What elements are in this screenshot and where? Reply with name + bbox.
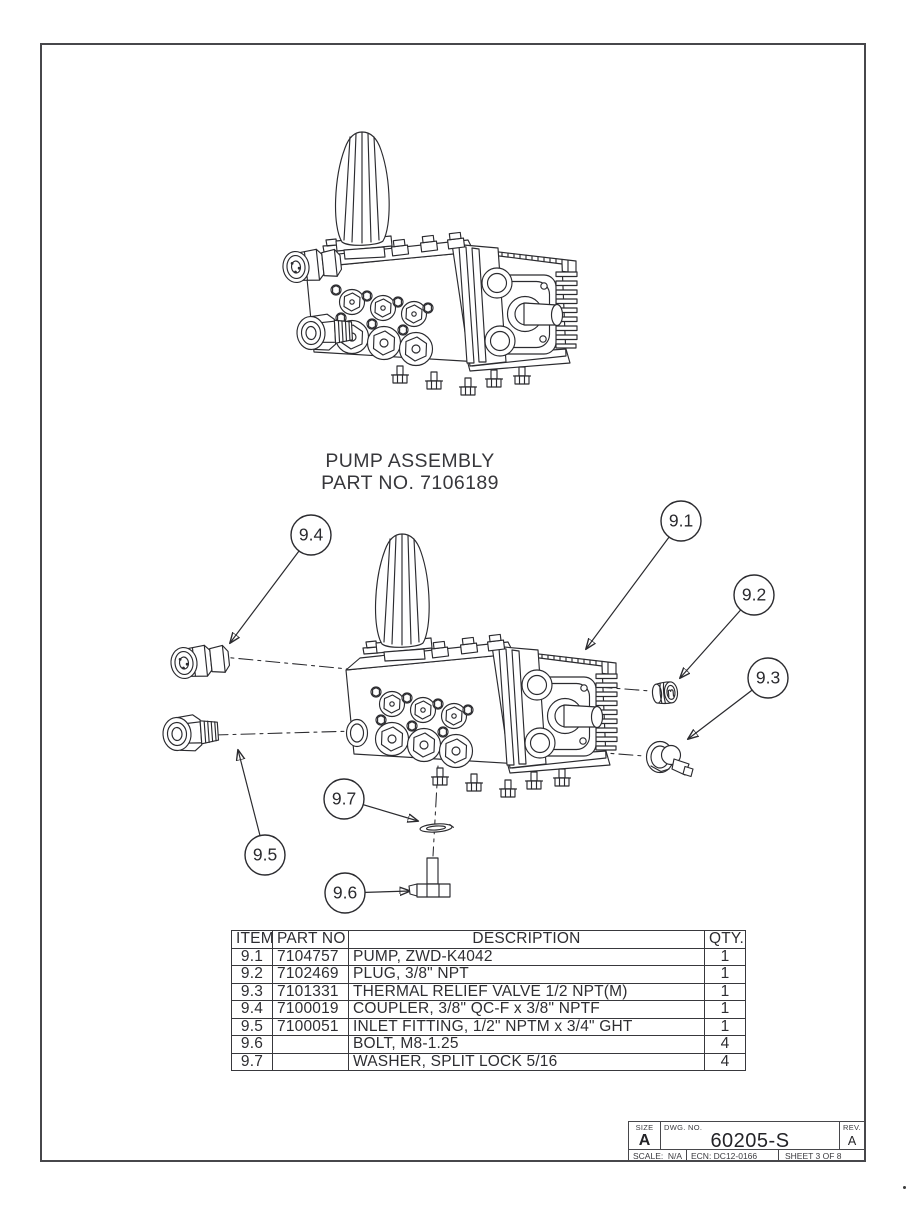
centerline-bolt	[432, 765, 439, 857]
col-header-partno: PART NO	[272, 930, 349, 949]
balloon-9-3: 9.3	[747, 657, 789, 699]
rev-label: REV.	[842, 1123, 862, 1132]
drawing-title-line2: PART NO. 7106189	[321, 471, 499, 494]
cell-description: PUMP, ZWD-K4042	[348, 947, 705, 966]
col-header-description: DESCRIPTION	[348, 930, 705, 949]
cell-partno: 7101331	[272, 982, 349, 1001]
cell-partno: 7104757	[272, 947, 349, 966]
size-cell: SIZE A	[629, 1122, 660, 1149]
dwg-no-cell: DWG. NO. 60205-S	[660, 1122, 840, 1152]
col-header-item: ITEM	[231, 930, 273, 949]
cell-item: 9.3	[231, 982, 273, 1001]
balloon-9-2: 9.2	[733, 574, 775, 616]
sheet-cell: SHEET 3 OF 8	[779, 1150, 864, 1161]
cell-description: WASHER, SPLIT LOCK 5/16	[348, 1052, 705, 1071]
qc-coupler-part	[168, 642, 231, 681]
balloon-label: 9.2	[742, 585, 766, 605]
ecn-value: ECN: DC12-0166	[691, 1150, 758, 1161]
table-row: 9.3 7101331 THERMAL RELIEF VALVE 1/2 NPT…	[231, 982, 746, 1001]
table-row: 9.4 7100019 COUPLER, 3/8" QC-F x 3/8" NP…	[231, 1000, 746, 1019]
balloon-9-1: 9.1	[660, 500, 702, 542]
scale-label: SCALE:	[633, 1150, 664, 1161]
table-row: 9.7 WASHER, SPLIT LOCK 5/16 4	[231, 1052, 746, 1071]
balloon-label: 9.7	[332, 789, 356, 809]
thermal-relief-valve-part	[645, 740, 694, 778]
table-row: 9.2 7102469 PLUG, 3/8" NPT 1	[231, 965, 746, 984]
cell-qty: 1	[704, 1017, 746, 1036]
cell-qty: 1	[704, 982, 746, 1001]
balloon-label: 9.3	[756, 668, 780, 688]
cell-description: PLUG, 3/8" NPT	[348, 965, 705, 984]
balloon-9-5: 9.5	[244, 834, 286, 876]
dwg-no-value: 60205-S	[710, 1130, 790, 1152]
leader-9-4	[230, 534, 312, 643]
cell-description: COUPLER, 3/8" QC-F x 3/8" NPTF	[348, 1000, 705, 1019]
balloon-label: 9.1	[669, 511, 693, 531]
cell-item: 9.4	[231, 1000, 273, 1019]
table-row: 9.6 BOLT, M8-1.25 4	[231, 1035, 746, 1054]
cell-item: 9.2	[231, 965, 273, 984]
inlet-fitting-part	[161, 712, 220, 754]
ecn-cell: ECN: DC12-0166	[686, 1150, 779, 1161]
scale-value: N/A	[667, 1150, 682, 1161]
cell-qty: 4	[704, 1052, 746, 1071]
balloon-label: 9.4	[299, 525, 324, 545]
balloon-9-4: 9.4	[290, 514, 332, 556]
title-block: SIZE A DWG. NO. 60205-S REV. A SCALE: N/…	[628, 1121, 864, 1162]
cell-partno	[272, 1052, 349, 1071]
cell-description: BOLT, M8-1.25	[348, 1035, 705, 1054]
sheet-border	[40, 43, 866, 1162]
pump-assembled-view	[280, 132, 577, 395]
cell-partno: 7100051	[272, 1017, 349, 1036]
cell-item: 9.5	[231, 1017, 273, 1036]
table-row: 9.5 7100051 INLET FITTING, 1/2" NPTM x 3…	[231, 1017, 746, 1036]
scale-cell: SCALE: N/A	[629, 1150, 686, 1161]
cell-qty: 1	[704, 1000, 746, 1019]
cell-qty: 4	[704, 1035, 746, 1054]
cell-description: INLET FITTING, 1/2" NPTM x 3/4" GHT	[348, 1017, 705, 1036]
centerline-coupler	[211, 655, 349, 670]
parts-table-header-row: ITEM PART NO DESCRIPTION QTY.	[231, 930, 746, 949]
size-label: SIZE	[635, 1123, 654, 1132]
drawing-title: PUMP ASSEMBLY PART NO. 7106189	[245, 450, 575, 494]
cell-partno	[272, 1035, 349, 1054]
cell-item: 9.6	[231, 1035, 273, 1054]
rev-cell: REV. A	[840, 1122, 864, 1149]
plug-part	[651, 681, 679, 705]
cell-partno: 7102469	[272, 965, 349, 984]
col-header-qty: QTY.	[704, 930, 746, 949]
balloon-9-7: 9.7	[323, 778, 365, 820]
cell-item: 9.7	[231, 1052, 273, 1071]
balloon-label: 9.5	[253, 845, 277, 865]
centerline-inlet	[213, 730, 357, 736]
leader-9-1	[586, 520, 682, 649]
split-lock-washer-part	[419, 823, 455, 833]
cell-qty: 1	[704, 947, 746, 966]
pump-exploded-view: 9.1 9.2 9.3 9.4 9.5 9.6 9.7	[161, 500, 789, 914]
balloon-label: 9.6	[333, 883, 357, 903]
dwg-no-label: DWG. NO.	[664, 1123, 703, 1132]
drawing-title-line1: PUMP ASSEMBLY	[325, 450, 495, 472]
sheet-value: SHEET 3 OF 8	[785, 1150, 842, 1161]
bolt-part	[408, 857, 451, 898]
title-block-row1: SIZE A DWG. NO. 60205-S REV. A	[628, 1121, 864, 1152]
cell-partno: 7100019	[272, 1000, 349, 1019]
cell-qty: 1	[704, 965, 746, 984]
table-row: 9.1 7104757 PUMP, ZWD-K4042 1	[231, 947, 746, 966]
title-block-row2: SCALE: N/A ECN: DC12-0166 SHEET 3 OF 8	[628, 1150, 864, 1162]
balloon-9-6: 9.6	[324, 872, 366, 914]
size-value: A	[638, 1132, 651, 1149]
cell-description: THERMAL RELIEF VALVE 1/2 NPT(M)	[348, 982, 705, 1001]
parts-table: ITEM PART NO DESCRIPTION QTY. 9.1 710475…	[231, 930, 746, 1071]
rev-value: A	[847, 1134, 857, 1148]
cell-item: 9.1	[231, 947, 273, 966]
stray-dot	[903, 1186, 906, 1189]
